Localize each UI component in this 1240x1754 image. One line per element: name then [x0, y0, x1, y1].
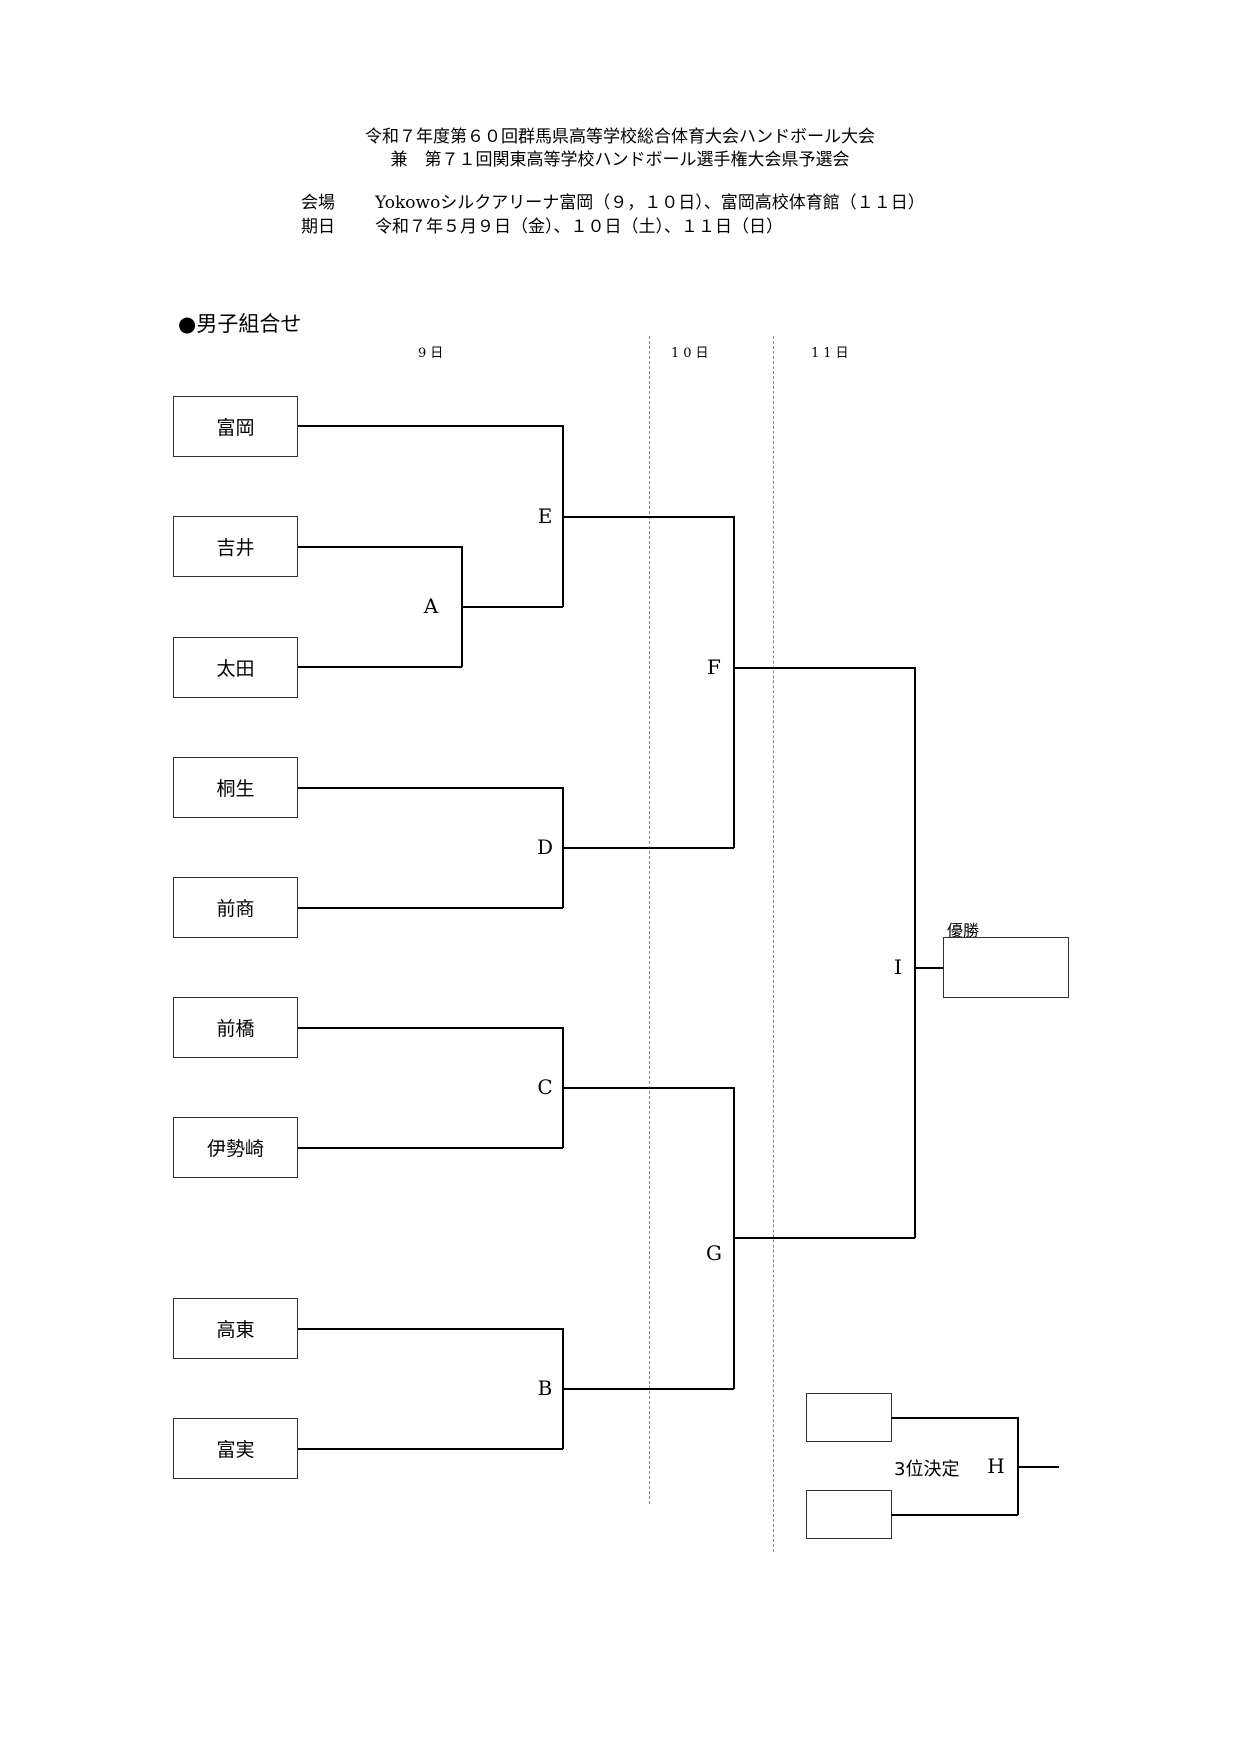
bracket-line — [914, 967, 944, 969]
day-label-9: 9日 — [418, 346, 448, 361]
bracket-line — [891, 1417, 1018, 1419]
date-label: 期日 — [301, 217, 335, 237]
third-place-slot-2 — [806, 1490, 892, 1539]
date-value: 令和７年５月９日（金）、１０日（土）、１１日（日） — [375, 217, 783, 237]
bracket-line — [562, 1087, 734, 1089]
match-label-i: I — [894, 955, 902, 979]
bracket-line — [562, 847, 734, 849]
title-line-1: 令和７年度第６０回群馬県高等学校総合体育大会ハンドボール大会 — [365, 127, 875, 147]
bracket-line — [914, 667, 916, 1238]
day-separator-1 — [649, 336, 650, 1504]
team-box-maesho: 前商 — [173, 877, 298, 938]
bracket-line — [891, 1514, 1018, 1516]
bracket-line — [461, 606, 563, 608]
match-label-a: A — [423, 594, 439, 618]
bracket-line — [298, 1147, 563, 1149]
bracket-line — [298, 546, 462, 548]
bracket-line — [298, 787, 563, 789]
title-line-2: 兼 第７１回関東高等学校ハンドボール選手権大会県予選会 — [390, 150, 850, 170]
winner-label: 優勝 — [947, 921, 980, 940]
team-box-kiryu: 桐生 — [173, 757, 298, 818]
bracket-line — [298, 1448, 563, 1450]
venue-value: Yokowoシルクアリーナ富岡（９，１０日）、富岡高校体育館（１１日） — [375, 193, 925, 213]
team-box-ota: 太田 — [173, 637, 298, 698]
winner-box — [943, 937, 1069, 998]
third-place-label: 3位決定 — [894, 1459, 960, 1480]
match-label-d: D — [536, 835, 554, 859]
bracket-line — [733, 1237, 915, 1239]
bracket-line — [298, 907, 563, 909]
venue-label: 会場 — [301, 193, 335, 213]
bracket-line — [298, 666, 462, 668]
bracket-line — [562, 516, 734, 518]
match-label-h: H — [987, 1454, 1005, 1478]
day-label-11: 11日 — [811, 346, 853, 361]
bracket-line — [1017, 1466, 1059, 1468]
team-box-isesaki: 伊勢崎 — [173, 1117, 298, 1178]
team-box-yoshii: 吉井 — [173, 516, 298, 577]
match-label-e: E — [537, 504, 553, 528]
bracket-line — [733, 667, 915, 669]
bracket-line — [298, 425, 563, 427]
third-place-slot-1 — [806, 1393, 892, 1442]
match-label-f: F — [707, 655, 721, 679]
match-label-c: C — [537, 1075, 553, 1099]
team-box-koto: 高東 — [173, 1298, 298, 1359]
team-box-tomioka: 富岡 — [173, 396, 298, 457]
bracket-line — [298, 1328, 563, 1330]
day-separator-2 — [773, 336, 774, 1552]
team-box-tomijitsu: 富実 — [173, 1418, 298, 1479]
section-heading-boys: ●男子組合せ — [178, 312, 302, 336]
bracket-line — [298, 1027, 563, 1029]
day-label-10: 10日 — [671, 346, 713, 361]
bracket-line — [562, 1388, 734, 1390]
team-box-maebashi: 前橋 — [173, 997, 298, 1058]
match-label-b: B — [537, 1376, 553, 1400]
bracket-line — [733, 516, 735, 848]
match-label-g: G — [706, 1241, 722, 1265]
